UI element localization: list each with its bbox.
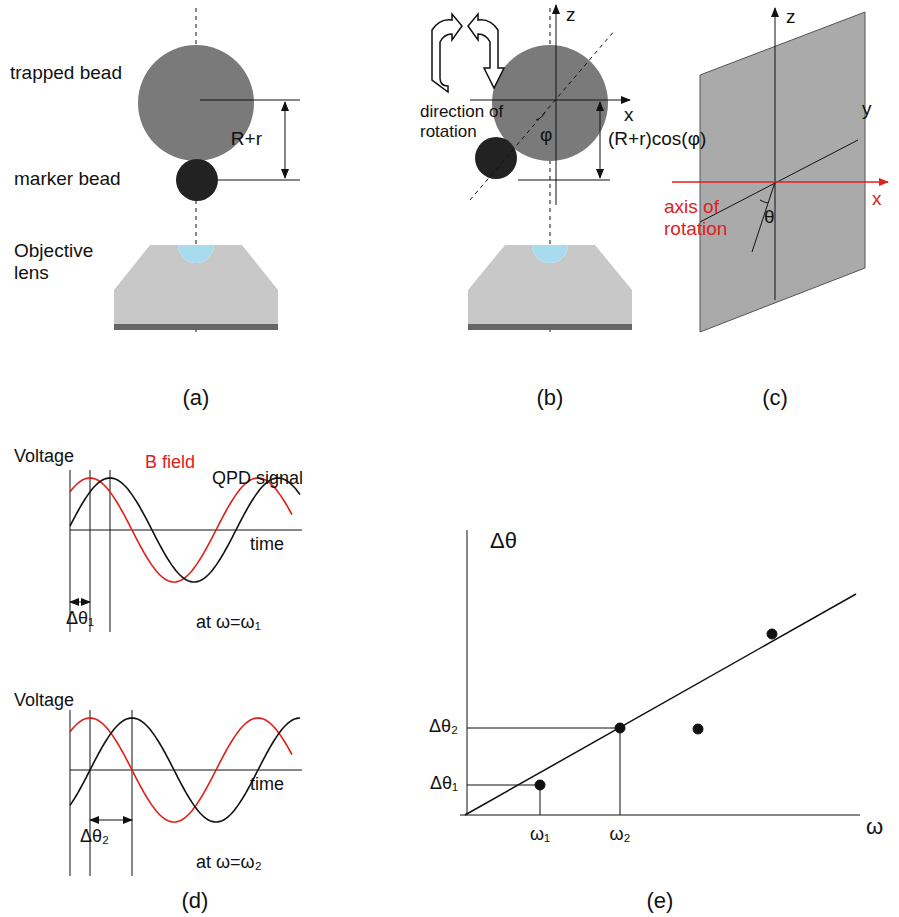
note: direction of rotation	[420, 102, 510, 141]
phase-label: Δθ₂	[80, 826, 109, 847]
axis-label: z	[786, 6, 796, 28]
panel-label: (b)	[537, 385, 564, 410]
axis-label: ω	[866, 814, 883, 839]
axis-label: z	[566, 4, 576, 26]
condition-label: at ω=ω₂	[196, 852, 262, 873]
panel-label: (c)	[762, 385, 788, 410]
part-label: trapped bead	[10, 62, 122, 84]
panel-c	[672, 8, 888, 332]
tick-label: Δθ₁	[430, 773, 458, 794]
panel-b	[432, 5, 632, 335]
axis-label: y	[862, 98, 872, 120]
angle-label: θ	[764, 206, 775, 228]
dimension: R+r	[231, 128, 262, 150]
tick-label: ω₂	[609, 824, 630, 845]
tick-label: Δθ₂	[429, 716, 458, 737]
panel-d	[70, 470, 302, 876]
rotation-arrows	[432, 14, 504, 92]
dimension: (R+r)cos(φ)	[608, 128, 706, 150]
axis-label: Voltage	[14, 446, 74, 467]
phase-label: Δθ₁	[66, 608, 94, 629]
panel-e	[460, 530, 860, 815]
axis-label: x	[872, 188, 882, 210]
angle-label: φ	[540, 124, 552, 146]
legend-label: QPD signal	[212, 468, 303, 489]
panel-label: (e)	[647, 888, 674, 913]
axis-label: time	[250, 774, 284, 795]
legend-label: B field	[145, 452, 195, 473]
panel-a	[114, 8, 300, 335]
part-label: Objective lens	[14, 240, 104, 284]
axis-label: Δθ	[490, 528, 517, 553]
tick-label: ω₁	[530, 824, 550, 845]
axis-label: time	[250, 534, 284, 555]
condition-label: at ω=ω₁	[196, 612, 261, 633]
axis-label: axis of rotation	[664, 196, 744, 240]
axis-label: x	[624, 104, 634, 126]
panel-label: (d)	[182, 888, 209, 913]
axis-label: Voltage	[14, 690, 74, 711]
part-label: marker bead	[14, 168, 121, 190]
panel-label: (a)	[183, 385, 210, 410]
